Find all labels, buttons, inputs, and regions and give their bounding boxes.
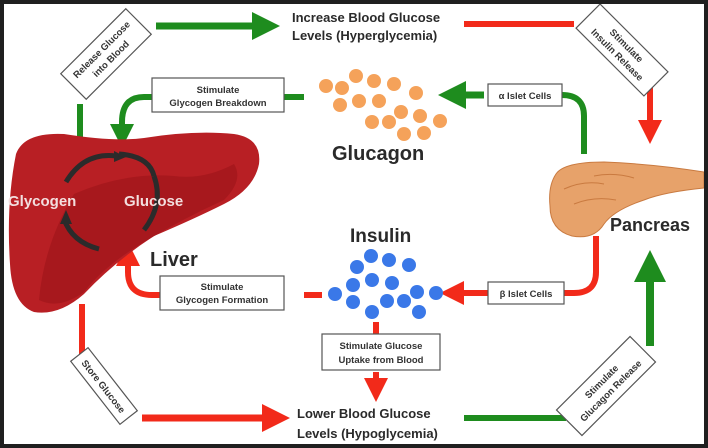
uptake-line2: Uptake from Blood	[339, 355, 424, 366]
pancreas-illustration	[549, 161, 704, 238]
hypoglycemia-line1: Lower Blood Glucose	[297, 406, 431, 421]
insulin-dot	[412, 305, 426, 319]
glucagon-dot	[319, 79, 333, 93]
arrow-formation-to-liver	[116, 242, 160, 298]
glucagon-dot	[409, 86, 423, 100]
box-stimulate-insulin-release: Stimulate Insulin Release	[575, 4, 669, 97]
insulin-dot	[397, 294, 411, 308]
box-stimulate-glycogen-breakdown: Stimulate Glycogen Breakdown	[151, 77, 285, 113]
hypoglycemia-line2: Levels (Hypoglycemia)	[297, 426, 438, 441]
insulin-dot	[385, 276, 399, 290]
line-pancreas-to-beta	[562, 236, 599, 296]
glucagon-dot	[365, 115, 379, 129]
insulin-dot	[364, 249, 378, 263]
box-store-glucose: Store Glucose	[69, 346, 139, 426]
glucagon-dot	[394, 105, 408, 119]
insulin-dot	[402, 258, 416, 272]
hyperglycemia-line1: Increase Blood Glucose	[292, 10, 440, 25]
glucose-label: Glucose	[124, 193, 183, 210]
pancreas-label: Pancreas	[610, 215, 690, 235]
glucagon-dot	[352, 94, 366, 108]
insulin-dot	[380, 294, 394, 308]
insulin-dot	[382, 253, 396, 267]
breakdown-line2: Glycogen Breakdown	[169, 98, 266, 109]
box-beta-islet-cells: β Islet Cells	[487, 281, 565, 305]
insulin-dot	[365, 273, 379, 287]
alpha-islet-label: α Islet Cells	[499, 91, 552, 102]
formation-line1: Stimulate	[201, 282, 244, 293]
glycogen-label: Glycogen	[8, 193, 76, 210]
insulin-dot	[410, 285, 424, 299]
liver-label: Liver	[150, 249, 198, 271]
beta-islet-label: β Islet Cells	[500, 289, 553, 300]
insulin-molecules	[328, 249, 443, 319]
box-alpha-islet-cells: α Islet Cells	[487, 83, 563, 107]
glucagon-label: Glucagon	[332, 143, 424, 165]
glucagon-dot	[433, 114, 447, 128]
insulin-label: Insulin	[350, 226, 411, 247]
box-stimulate-glucose-uptake: Stimulate Glucose Uptake from Blood	[321, 333, 441, 371]
glucagon-molecules	[319, 69, 447, 141]
glucagon-dot	[367, 74, 381, 88]
hyperglycemia-line2: Levels (Hyperglycemia)	[292, 28, 437, 43]
box-stimulate-glycogen-formation: Stimulate Glycogen Formation	[159, 275, 285, 311]
insulin-dot	[346, 278, 360, 292]
glucagon-dot	[397, 127, 411, 141]
liver-illustration: Glycogen Glucose	[8, 132, 260, 313]
arrow-breakdown-to-liver	[110, 94, 154, 148]
insulin-dot	[346, 295, 360, 309]
insulin-dot	[365, 305, 379, 319]
glucagon-dot	[333, 98, 347, 112]
glucagon-dot	[372, 94, 386, 108]
breakdown-line1: Stimulate	[197, 85, 240, 96]
uptake-line1: Stimulate Glucose	[340, 341, 423, 352]
formation-line2: Glycogen Formation	[176, 295, 269, 306]
insulin-dot	[350, 260, 364, 274]
diagram-canvas: Glycogen Glucose Liver Pancreas Glucagon…	[4, 4, 704, 444]
glucagon-dot	[349, 69, 363, 83]
glucagon-dot	[382, 115, 396, 129]
box-release-glucose: Release Glucose into Blood	[59, 7, 153, 101]
glucagon-dot	[335, 81, 349, 95]
glucose-regulation-diagram: Glycogen Glucose Liver Pancreas Glucagon…	[8, 4, 704, 441]
insulin-dot	[429, 286, 443, 300]
glucagon-dot	[387, 77, 401, 91]
insulin-dot	[328, 287, 342, 301]
box-stimulate-glucagon-release: Stimulate Glucagon Release	[555, 335, 657, 437]
glucagon-dot	[417, 126, 431, 140]
glucagon-dot	[413, 109, 427, 123]
